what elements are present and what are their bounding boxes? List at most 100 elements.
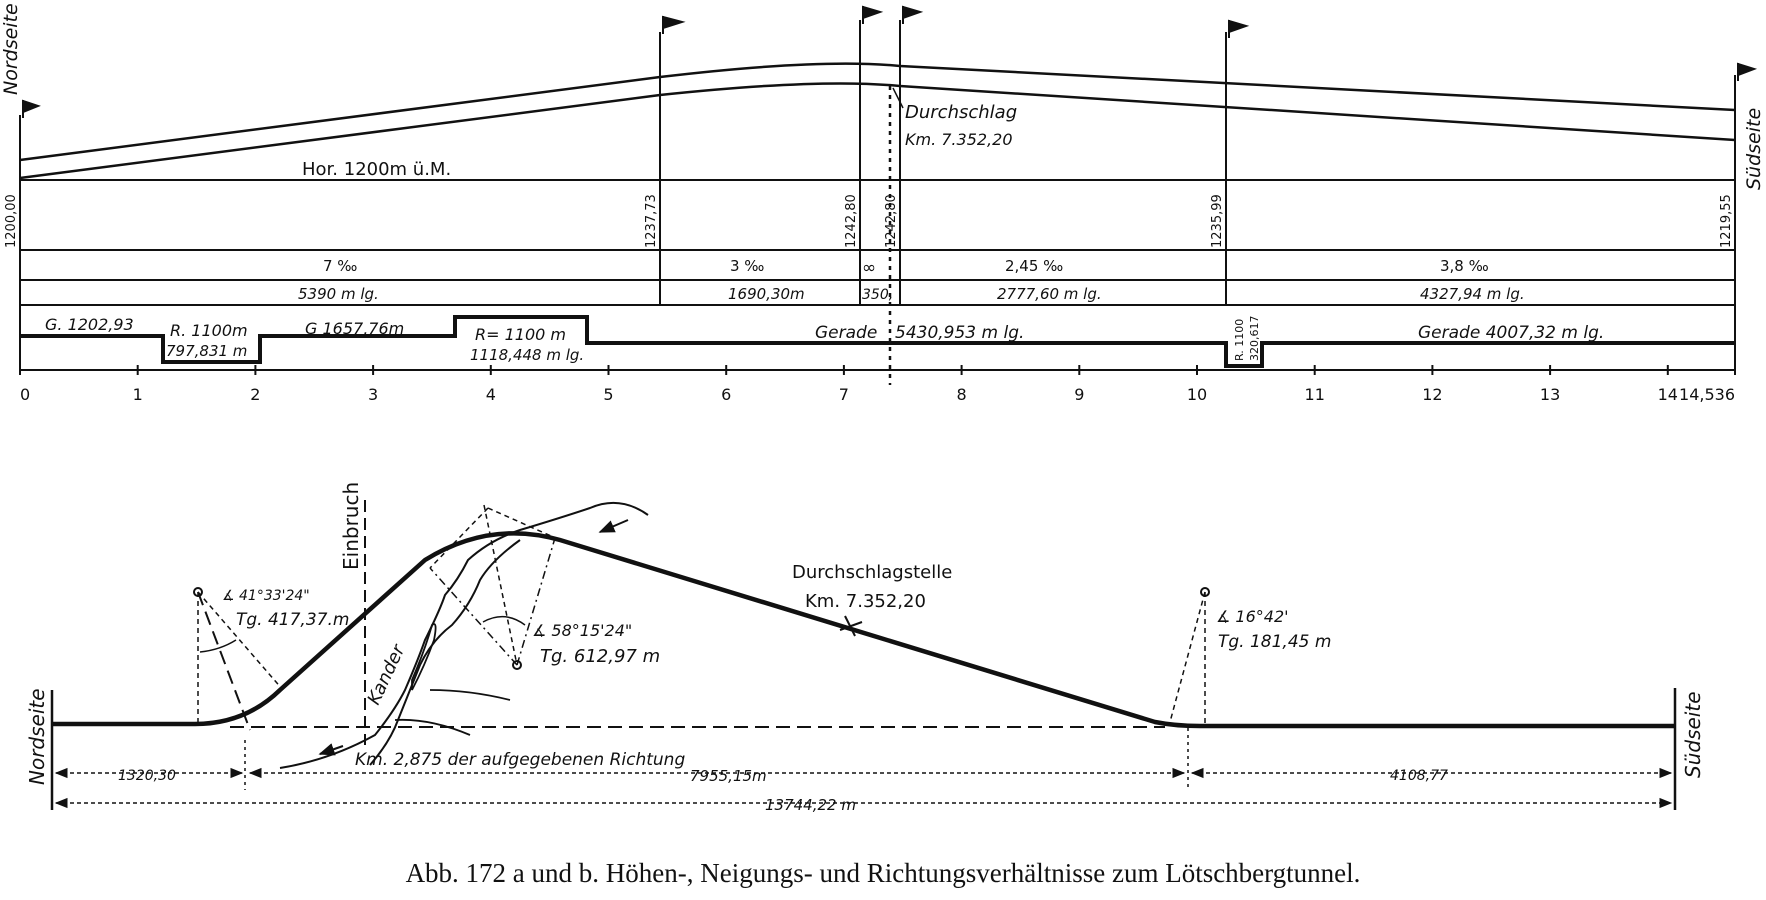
km-tick-label: 11 bbox=[1305, 385, 1325, 404]
tunnel-axis bbox=[52, 531, 1675, 729]
breakthrough-km: Km. 7.352,20 bbox=[805, 591, 926, 612]
alignment-label: 797,831 m bbox=[166, 342, 247, 360]
figure-caption: Abb. 172 a und b. Höhen-, Neigungs- und … bbox=[405, 858, 1361, 888]
flag-icon bbox=[902, 5, 924, 24]
plan-south-label: Südseite bbox=[1681, 692, 1705, 779]
length-label: 2777,60 m lg. bbox=[997, 285, 1102, 303]
construction-line bbox=[197, 591, 284, 691]
alignment-label: R. 1100m bbox=[170, 321, 248, 340]
length-label: 5390 m lg. bbox=[298, 285, 379, 303]
curve2-tangent: Tg. 612,97 m bbox=[540, 646, 660, 667]
km-tick-label: 14 bbox=[1658, 385, 1678, 404]
river-branch bbox=[429, 689, 511, 701]
km-tick-label: 8 bbox=[957, 385, 967, 404]
elevation-label: 1235,99 bbox=[1210, 194, 1225, 248]
length-label: 1690,30m bbox=[728, 285, 805, 303]
dimension-label: 4108,77 bbox=[1390, 768, 1448, 784]
gradient-label: ∞ bbox=[862, 258, 876, 278]
gradient-label: 2,45 ‰ bbox=[1005, 257, 1063, 275]
flow-arrow bbox=[318, 743, 344, 756]
construction-line bbox=[483, 504, 518, 666]
alignment-label: G. 1202,93 bbox=[45, 315, 134, 334]
flag-icon bbox=[662, 15, 686, 34]
flow-arrow bbox=[598, 519, 629, 533]
km-tick-label: 14,536 bbox=[1679, 385, 1735, 404]
km-tick-label: 3 bbox=[368, 385, 378, 404]
angle-arc bbox=[482, 616, 526, 626]
curve3-angle: ∡ 16°42' bbox=[1216, 607, 1289, 626]
construction-line bbox=[1169, 591, 1206, 723]
elevation-label: 1242,80 bbox=[844, 194, 859, 248]
curve1-angle: ∡ 41°33'24" bbox=[222, 588, 310, 604]
plan-north-label: Nordseite bbox=[25, 688, 49, 785]
construction-line bbox=[197, 591, 251, 731]
flag-icon bbox=[22, 99, 41, 118]
km-tick-label: 7 bbox=[839, 385, 849, 404]
curve2-angle: ∡ 58°15'24" bbox=[532, 621, 632, 640]
angle-arc bbox=[199, 639, 237, 653]
river-oxbow bbox=[411, 623, 437, 691]
km-tick-label: 1 bbox=[133, 385, 143, 404]
profile-labels: Nordseite Südseite Durchschlag Km. 7.352… bbox=[0, 3, 1765, 364]
alignment-label: 5430,953 m lg. bbox=[895, 323, 1024, 343]
construction-line bbox=[516, 537, 556, 666]
construction-line bbox=[487, 507, 561, 541]
einbruch-label: Einbruch bbox=[339, 482, 363, 570]
flag-icon bbox=[1228, 19, 1250, 38]
dimension-label: 1320,30 bbox=[118, 768, 176, 784]
elevation-label: 1237,73 bbox=[644, 194, 659, 248]
plan-labels: Nordseite Südseite Einbruch Kander Durch… bbox=[25, 482, 1705, 814]
alignment-label: Gerade bbox=[815, 323, 877, 343]
gradient-label: 7 ‰ bbox=[323, 257, 357, 275]
river-branch bbox=[394, 718, 471, 736]
km-tick-label: 6 bbox=[721, 385, 731, 404]
flag-icon bbox=[1737, 62, 1758, 81]
profile-top-curve bbox=[19, 62, 1736, 162]
construction-line bbox=[429, 507, 489, 569]
km-tick-label: 12 bbox=[1422, 385, 1442, 404]
gradient-label: 3,8 ‰ bbox=[1440, 257, 1489, 275]
kander-label: Kander bbox=[363, 640, 410, 708]
horizon-label: Hor. 1200m ü.M. bbox=[302, 159, 451, 180]
breakthrough-label: Durchschlag bbox=[905, 102, 1017, 123]
kander-river bbox=[279, 501, 649, 769]
north-side-label: Nordseite bbox=[0, 3, 22, 95]
construction-line bbox=[429, 567, 518, 666]
profile-bottom-curve bbox=[19, 82, 1736, 180]
alignment-label: Gerade 4007,32 m lg. bbox=[1418, 323, 1604, 343]
flag-markers bbox=[22, 5, 1758, 118]
dimension-label: 13744,22 m bbox=[765, 796, 856, 814]
km-tick-label: 2 bbox=[250, 385, 260, 404]
alignment-label: G 1657,76m bbox=[305, 319, 404, 338]
alignment-label: R. 1100 bbox=[1233, 319, 1246, 361]
alignment-label: 1118,448 m lg. bbox=[470, 346, 584, 364]
alignment-label: R= 1100 m bbox=[475, 325, 566, 344]
south-side-label: Südseite bbox=[1743, 108, 1765, 190]
flag-icon bbox=[862, 5, 884, 24]
alignment-label: 320,617 bbox=[1248, 316, 1261, 362]
curve1-tangent: Tg. 417,37.m bbox=[236, 610, 349, 630]
curve2-center-marker bbox=[512, 660, 522, 670]
plan-section bbox=[50, 500, 1677, 810]
breakthrough-leader bbox=[892, 87, 904, 109]
elevation-label: 1219,55 bbox=[1719, 194, 1734, 248]
breakthrough-marker bbox=[839, 615, 863, 637]
alignment-line bbox=[20, 315, 1735, 368]
profile-section bbox=[19, 20, 1736, 385]
abandoned-direction-label: Km. 2,875 der aufgegebenen Richtung bbox=[355, 750, 685, 770]
elevation-label: 1242,80 bbox=[884, 194, 899, 248]
breakthrough-label: Durchschlagstelle bbox=[792, 562, 952, 583]
gradient-label: 3 ‰ bbox=[730, 257, 764, 275]
breakthrough-km: Km. 7.352,20 bbox=[905, 130, 1013, 149]
length-label: 4327,94 m lg. bbox=[1420, 285, 1525, 303]
km-tick-label: 9 bbox=[1074, 385, 1084, 404]
km-tick-label: 13 bbox=[1540, 385, 1560, 404]
dimension-label: 7955,15m bbox=[690, 767, 767, 785]
curve3-tangent: Tg. 181,45 m bbox=[1218, 632, 1331, 652]
elevation-label: 1200,00 bbox=[4, 194, 19, 248]
km-tick-label: 0 bbox=[20, 385, 30, 404]
km-tick-label: 4 bbox=[486, 385, 496, 404]
length-label: 350, bbox=[862, 287, 893, 303]
